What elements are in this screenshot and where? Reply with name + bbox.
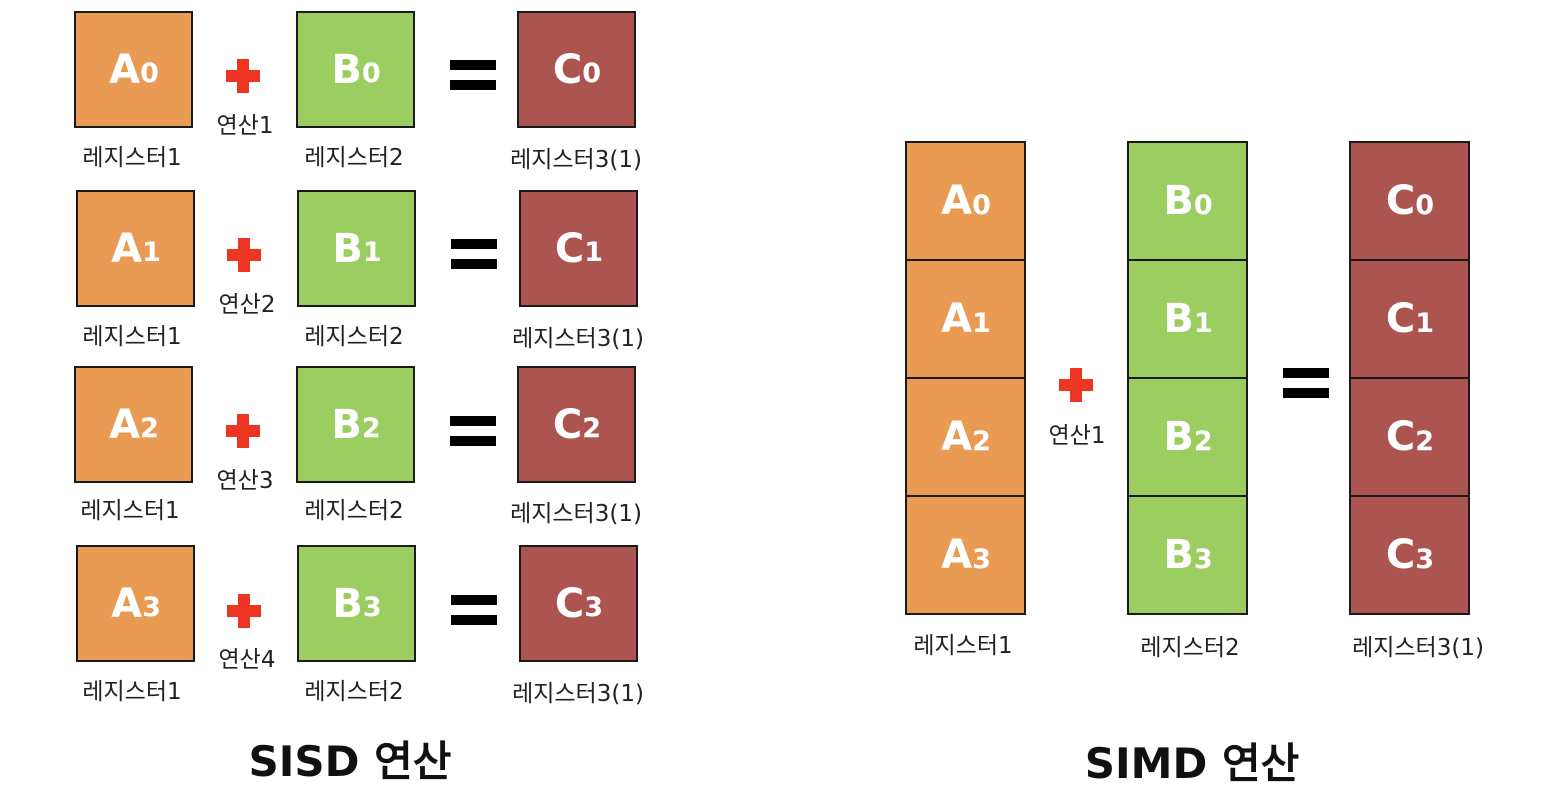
- plus-icon: [1059, 368, 1093, 402]
- simd-title: SIMD 연산: [1084, 739, 1300, 788]
- register1-label: 레지스터1: [80, 498, 180, 524]
- equals-icon: [1283, 368, 1329, 398]
- register3-label: 레지스터3(1): [510, 147, 642, 173]
- operation-label: 연산1: [1048, 423, 1106, 449]
- operation-label: 연산3: [216, 468, 274, 494]
- register2-label: 레지스터2: [304, 498, 404, 524]
- plus-icon: [226, 59, 260, 93]
- equals-icon: [450, 416, 496, 446]
- register3-label: 레지스터3(1): [512, 326, 644, 352]
- operation-label: 연산4: [218, 647, 276, 673]
- register2-label: 레지스터2: [1140, 635, 1240, 661]
- register3-label: 레지스터3(1): [510, 501, 642, 527]
- register2-label: 레지스터2: [304, 145, 404, 171]
- operation-label: 연산2: [218, 292, 276, 318]
- register1-label: 레지스터1: [82, 145, 182, 171]
- operation-label: 연산1: [216, 113, 274, 139]
- register1-label: 레지스터1: [913, 633, 1013, 659]
- equals-icon: [451, 595, 497, 625]
- equals-icon: [451, 239, 497, 269]
- sisd-title: SISD 연산: [248, 737, 452, 786]
- register3-label: 레지스터3(1): [1352, 635, 1484, 661]
- plus-icon: [226, 414, 260, 448]
- register2-label: 레지스터2: [304, 324, 404, 350]
- plus-icon: [227, 594, 261, 628]
- equals-icon: [450, 60, 496, 90]
- plus-icon: [227, 238, 261, 272]
- register2-label: 레지스터2: [304, 679, 404, 705]
- register1-label: 레지스터1: [82, 679, 182, 705]
- register3-label: 레지스터3(1): [512, 681, 644, 707]
- register1-label: 레지스터1: [82, 324, 182, 350]
